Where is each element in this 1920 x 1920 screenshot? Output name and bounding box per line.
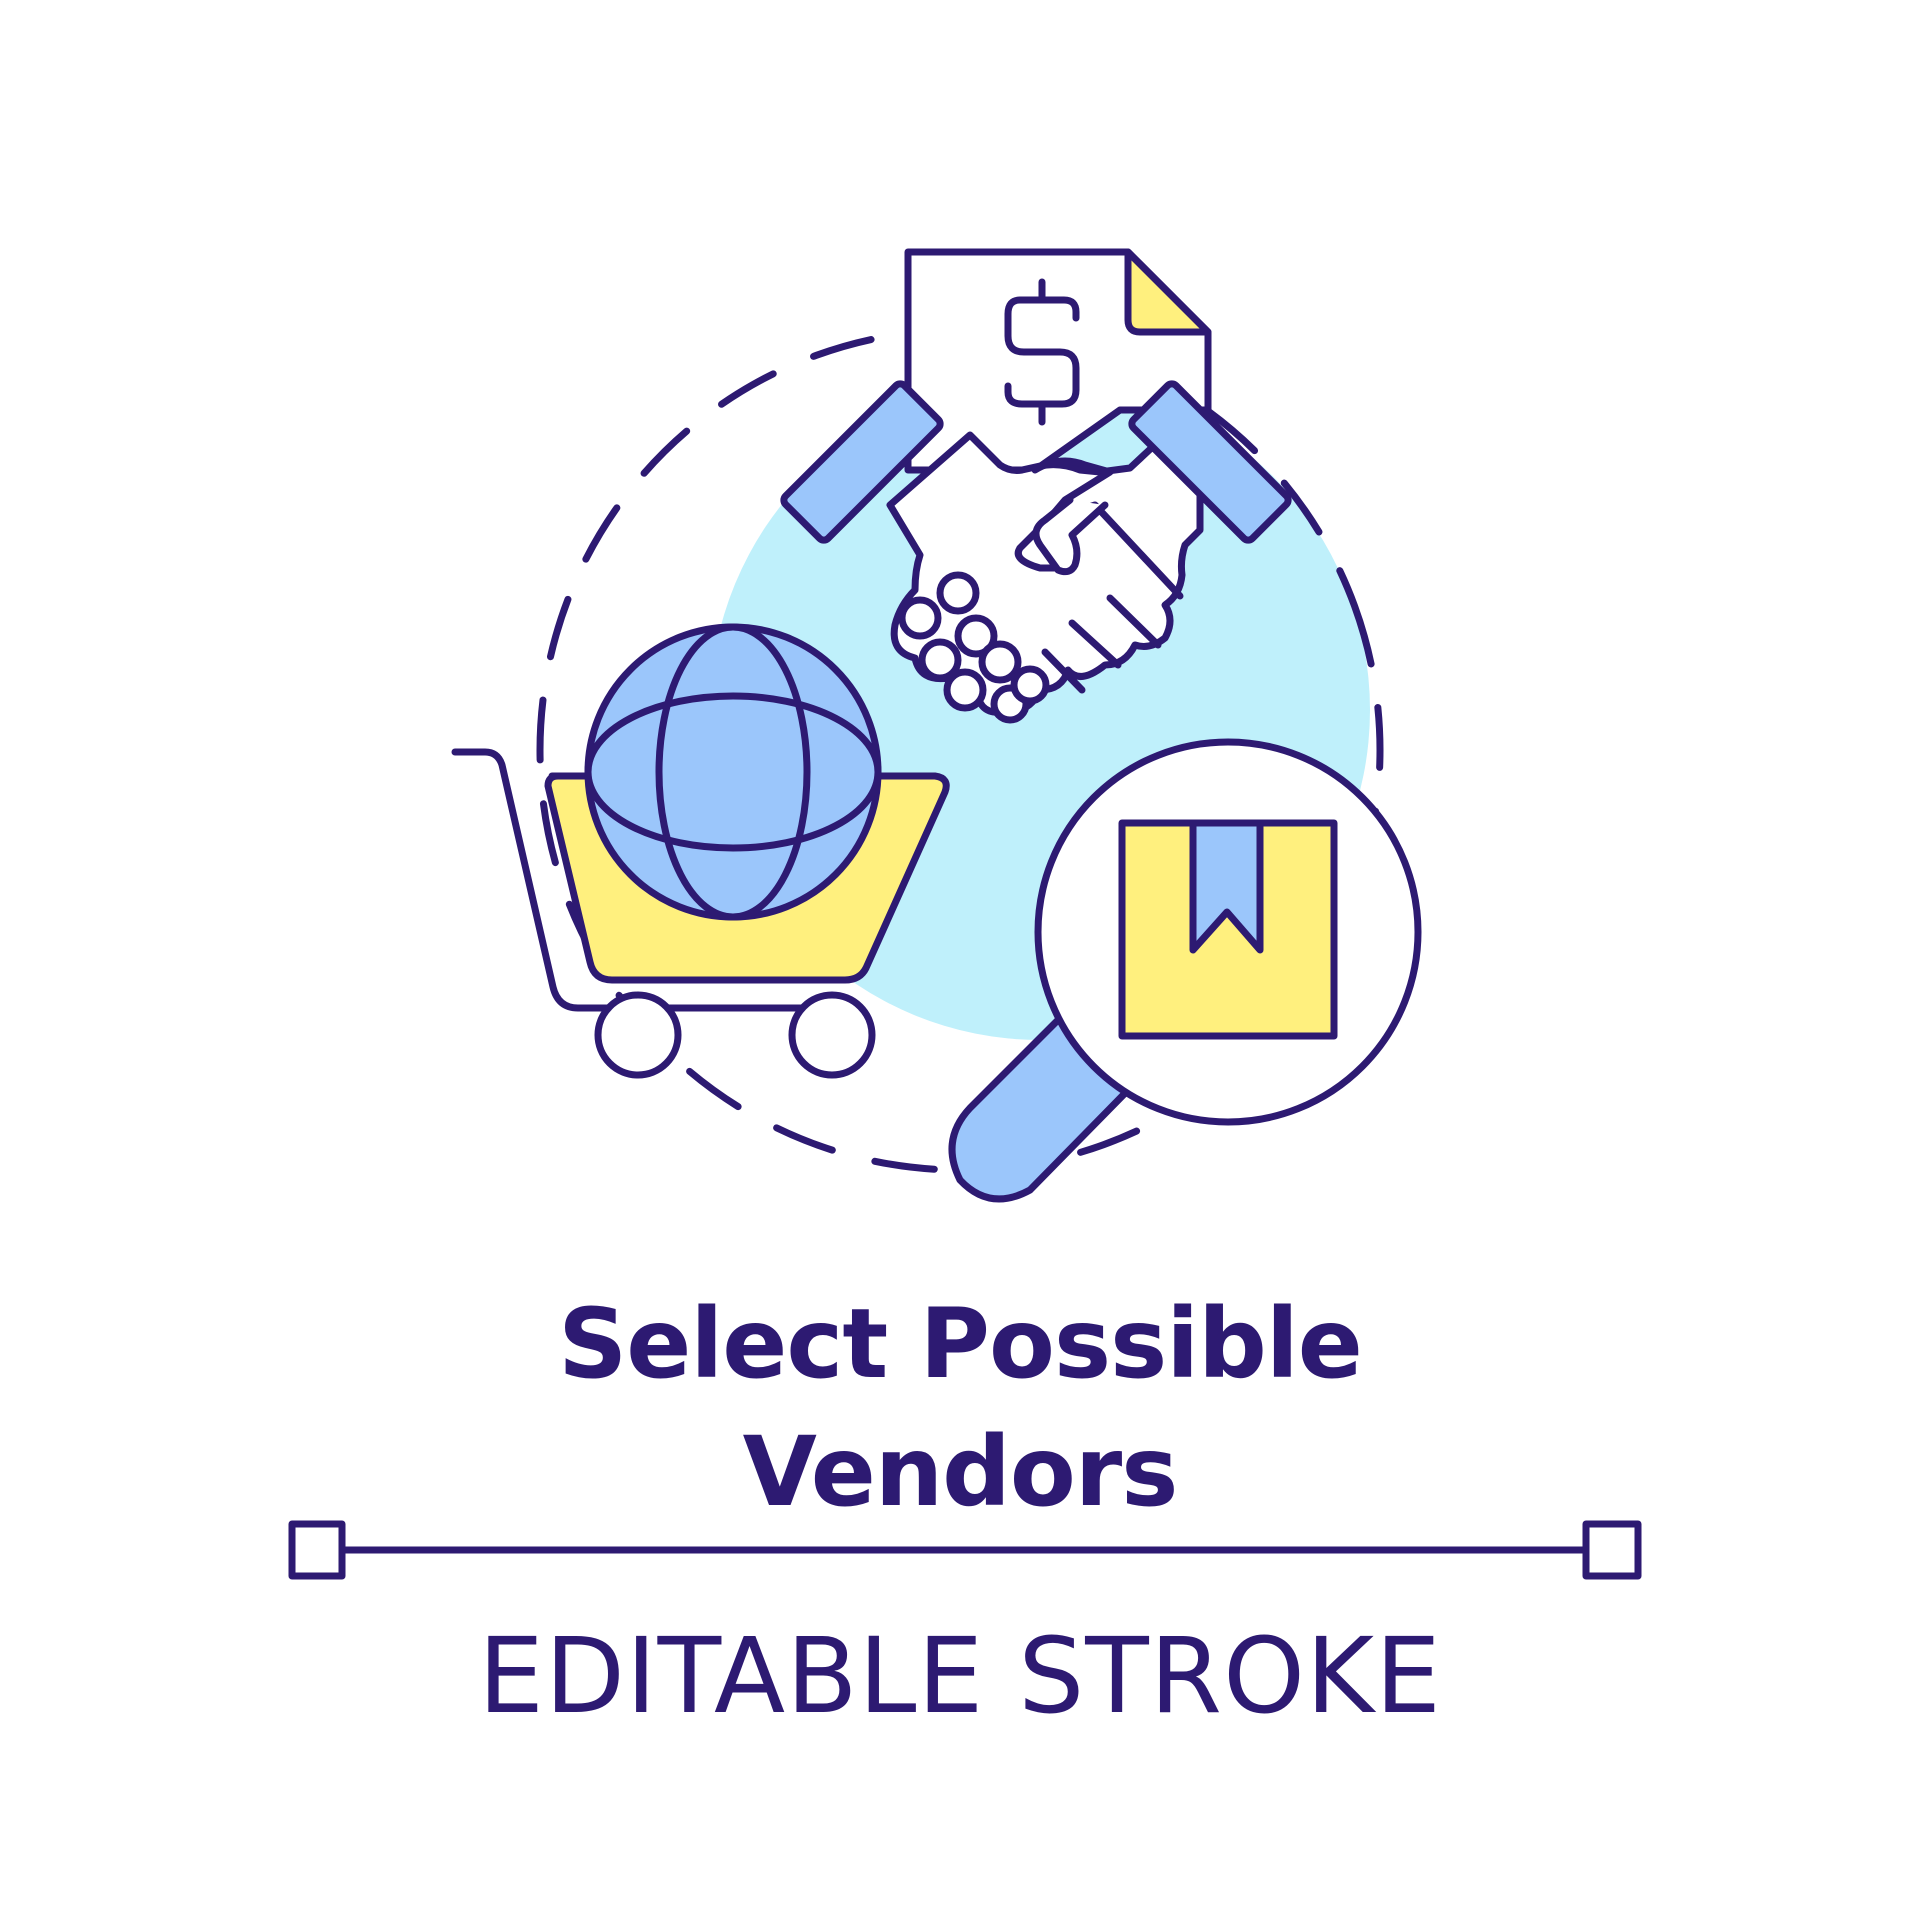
package-box-icon xyxy=(1118,819,1338,1040)
dashed-arc xyxy=(536,326,1384,1174)
title-line-2: Vendors xyxy=(742,1416,1179,1528)
title-line-1: Select Possible xyxy=(558,1288,1363,1400)
globe-icon xyxy=(584,623,882,921)
cart-wheel-left xyxy=(594,991,682,1079)
cart-wheel-right xyxy=(788,991,876,1079)
divider-handle-left xyxy=(288,1520,346,1580)
page-title: Select Possible Vendors xyxy=(0,1280,1920,1536)
handshake-icon xyxy=(780,380,1292,724)
divider-handle-right xyxy=(1582,1520,1642,1580)
editable-stroke-label: EDITABLE STROKE xyxy=(478,1615,1442,1737)
divider-line xyxy=(288,1520,1642,1580)
